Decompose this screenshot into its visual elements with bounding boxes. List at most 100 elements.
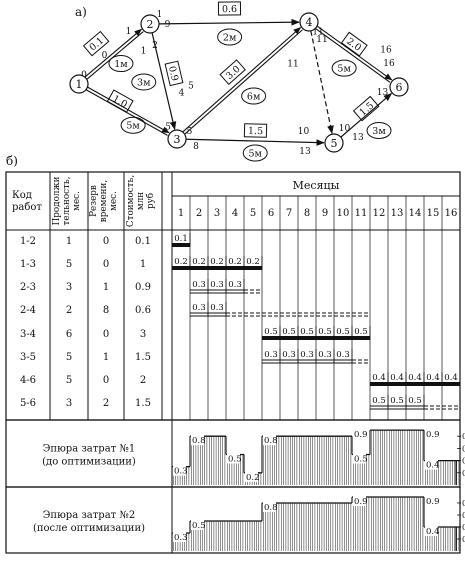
- diagram-value-bg: [263, 502, 276, 512]
- cell-code: 5-6: [20, 398, 36, 409]
- node-label-6: 6: [396, 81, 403, 94]
- node-label-2: 2: [147, 18, 154, 31]
- axis-tick-label: 0.4: [462, 457, 465, 466]
- month-number-11: 11: [355, 208, 368, 219]
- bar-monthly-value: 0.3: [192, 303, 206, 313]
- cell-cost: 2: [140, 375, 146, 386]
- diagram-value-label: 0.8: [264, 503, 278, 513]
- bar-monthly-value: 0.2: [192, 257, 206, 267]
- node-label-4: 4: [306, 16, 313, 29]
- duration-frame: [106, 89, 134, 113]
- edge-line-3-4-b: [182, 26, 302, 133]
- diagram-value-bg: [173, 465, 186, 476]
- diagram-value-bg: [353, 453, 366, 464]
- node-1: [69, 74, 89, 94]
- duration-frame: [340, 31, 368, 57]
- bar-monthly-value: 0.5: [390, 396, 404, 406]
- header-reserve-1: времени,: [99, 180, 109, 222]
- edge-finish-5-6: 13: [377, 88, 389, 98]
- cell-cost: 1.5: [135, 352, 151, 363]
- diagram-value-bg: [425, 526, 438, 536]
- duration-frame: [217, 1, 242, 16]
- bar-monthly-value: 0.3: [192, 280, 206, 290]
- edge-duration-1-3: 1.0: [110, 93, 129, 110]
- cell-duration: 3: [66, 282, 72, 293]
- bar-monthly-value: 0.2: [174, 257, 188, 267]
- edge-line-1-2-b: [84, 28, 142, 78]
- edge-line-3-5: [185, 138, 325, 146]
- cell-code: 1-2: [20, 236, 36, 247]
- bar-monthly-value: 0.3: [210, 280, 224, 290]
- diagram-value-label: 0.9: [426, 430, 440, 440]
- diagram-value-label: 0.8: [264, 436, 278, 446]
- node-label-1: 1: [76, 78, 83, 91]
- bar-monthly-value: 0.5: [264, 327, 278, 337]
- edge-line-3-4: [184, 29, 303, 135]
- axis-tick-label: 0.4: [462, 523, 465, 532]
- cell-cost: 0.1: [135, 236, 151, 247]
- bar-monthly-value: 0.5: [336, 327, 350, 337]
- bar-monthly-value: 0.2: [246, 257, 260, 267]
- edge-finish-1-3: 5: [165, 123, 171, 133]
- axis-tick-label: 0.6: [462, 444, 465, 453]
- axis-tick-label: 0.8: [462, 432, 465, 441]
- node-5: [324, 133, 344, 153]
- cell-reserve: 1: [103, 282, 109, 293]
- cell-reserve: 2: [103, 398, 109, 409]
- edge-cost-1-2: 1м: [114, 59, 128, 70]
- diagram-label-2: Эпюра затрат №2: [43, 510, 135, 521]
- edge-duration-5-6: 1.5: [358, 100, 377, 118]
- edge-line-1-2: [86, 31, 144, 80]
- cell-duration: 6: [66, 329, 72, 340]
- diagram-value-bg: [263, 435, 276, 446]
- bar-monthly-value: 0.2: [210, 257, 224, 267]
- edge-extra-label: 13: [352, 133, 364, 143]
- header-duration-2: мес.: [72, 191, 82, 211]
- edge-line-4-6: [315, 28, 391, 83]
- diagram-sublabel-1: (до оптимизации): [42, 457, 136, 468]
- month-number-14: 14: [409, 208, 422, 219]
- edge-start-5-6: 10: [339, 124, 351, 134]
- edge-line-4-5: [310, 30, 334, 135]
- edge-duration-box-3-4: 3.0: [219, 59, 246, 85]
- diagram-value-label: 0.5: [228, 455, 242, 465]
- edge-cost-oval-1-2: [108, 55, 134, 73]
- edge-cost-1-3: 5м: [126, 121, 140, 132]
- node-4: [299, 12, 319, 32]
- header-cost-0: Стоимость,: [126, 175, 136, 227]
- edge-cost-3-4: 6м: [247, 91, 261, 102]
- cell-duration: 5: [66, 352, 72, 363]
- edge-duration-box-5-6: 1.5: [352, 95, 380, 122]
- bar-monthly-value: 0.4: [372, 373, 386, 383]
- axis-tick-label: 0.6: [462, 511, 465, 520]
- header-duration-0: Продолжи: [52, 176, 62, 225]
- bar-monthly-value: 0.3: [210, 303, 224, 313]
- cell-duration: 1: [66, 236, 72, 247]
- diagram-value-label: 0.8: [192, 436, 206, 446]
- duration-frame: [219, 59, 246, 85]
- diagram-value-bg: [191, 520, 204, 530]
- bar-monthly-value: 0.5: [354, 327, 368, 337]
- cell-duration: 5: [66, 375, 72, 386]
- edge-line-5-6: [340, 92, 393, 138]
- edge-finish-1-2: 1: [126, 27, 132, 37]
- bar-monthly-value: 0.5: [318, 327, 332, 337]
- node-3: [167, 129, 187, 149]
- node-6: [389, 77, 409, 97]
- month-number-13: 13: [391, 208, 404, 219]
- edge-cost-2-3: 3м: [137, 77, 151, 88]
- cost-diagrams: Эпюра затрат №1(до оптимизации)0.30.80.5…: [5, 419, 465, 554]
- month-number-12: 12: [373, 208, 386, 219]
- month-number-2: 2: [196, 208, 202, 219]
- edge-line-4-6-b: [316, 25, 393, 81]
- month-number-16: 16: [445, 208, 458, 219]
- edge-cost-5-6: 3м: [372, 126, 386, 137]
- edge-finish-4-6: 16: [380, 46, 392, 56]
- bar-monthly-value: 0.5: [408, 396, 422, 406]
- diagram-value-bg: [191, 435, 204, 446]
- edge-duration-box-4-6: 2.0: [340, 31, 368, 57]
- edge-cost-4-6: 5м: [337, 64, 351, 75]
- month-number-9: 9: [322, 208, 328, 219]
